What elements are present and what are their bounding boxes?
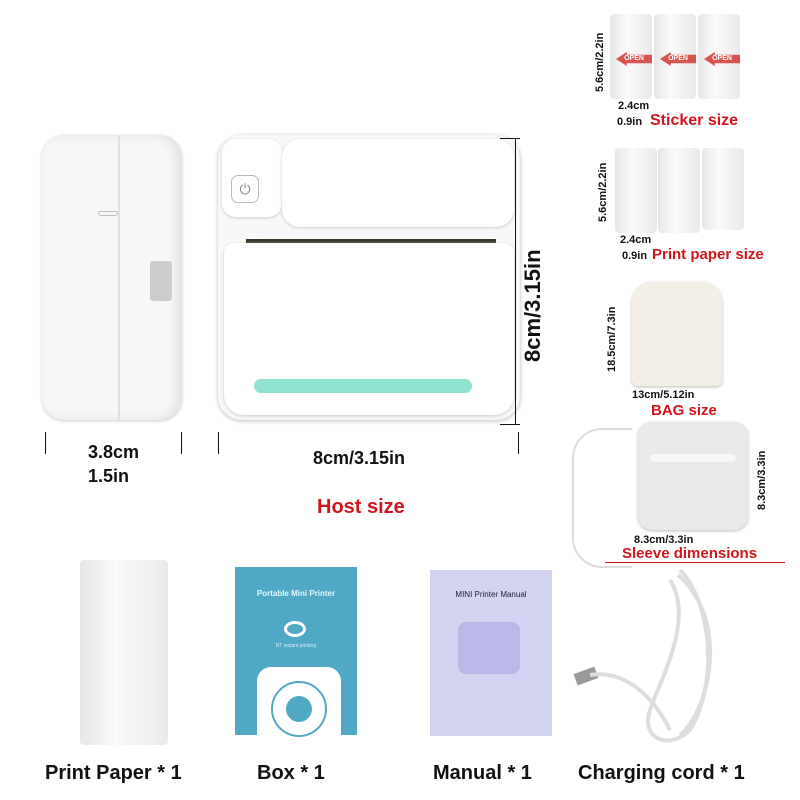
host-size-title: Host size bbox=[317, 496, 405, 518]
caption-box: Box * 1 bbox=[257, 762, 325, 784]
caption-charging-cord: Charging cord * 1 bbox=[578, 762, 745, 784]
caption-manual: Manual * 1 bbox=[433, 762, 532, 784]
drawstring-bag bbox=[632, 282, 722, 386]
paper-width-in: 0.9in bbox=[622, 250, 648, 262]
sticker-height-label: 5.6cm/2.2in bbox=[594, 32, 606, 92]
paper-width-cm: 2.4cm bbox=[620, 234, 652, 246]
bag-height-label: 18.5cm/7.3in bbox=[606, 306, 618, 372]
sticker-width-in: 0.9in bbox=[617, 116, 643, 128]
printer-front-view: ⏻ bbox=[218, 135, 520, 420]
front-height-label: 8cm/3.15in bbox=[520, 249, 545, 362]
bag-width-label: 13cm/5.12in bbox=[632, 389, 695, 401]
power-button[interactable]: ⏻ bbox=[231, 175, 259, 203]
charging-cord bbox=[573, 568, 713, 743]
side-width-label: 3.8cm 1.5in bbox=[88, 442, 140, 486]
sleeve-title: Sleeve dimensions bbox=[622, 545, 758, 562]
sticker-size-title: Sticker size bbox=[650, 112, 739, 129]
sleeve-height-label: 8.3cm/3.3in bbox=[756, 450, 768, 510]
teal-light-strip bbox=[254, 379, 472, 393]
caption-print-paper: Print Paper * 1 bbox=[45, 762, 182, 784]
sleeve-strap bbox=[572, 428, 632, 568]
paper-height-label: 5.6cm/2.2in bbox=[597, 162, 609, 222]
printer-manual: MINI Printer Manual bbox=[430, 570, 552, 736]
silicone-sleeve bbox=[638, 422, 748, 530]
sticker-width-cm: 2.4cm bbox=[618, 100, 650, 112]
product-box: Portable Mini Printer BT instant printin… bbox=[235, 567, 357, 737]
front-width-label: 8cm/3.15in bbox=[313, 448, 406, 468]
bag-size-title: BAG size bbox=[651, 402, 717, 419]
print-paper-roll bbox=[80, 560, 168, 745]
printer-side-view bbox=[42, 135, 182, 420]
sleeve-width-label: 8.3cm/3.3in bbox=[634, 534, 694, 546]
paper-size-title: Print paper size bbox=[652, 246, 764, 263]
